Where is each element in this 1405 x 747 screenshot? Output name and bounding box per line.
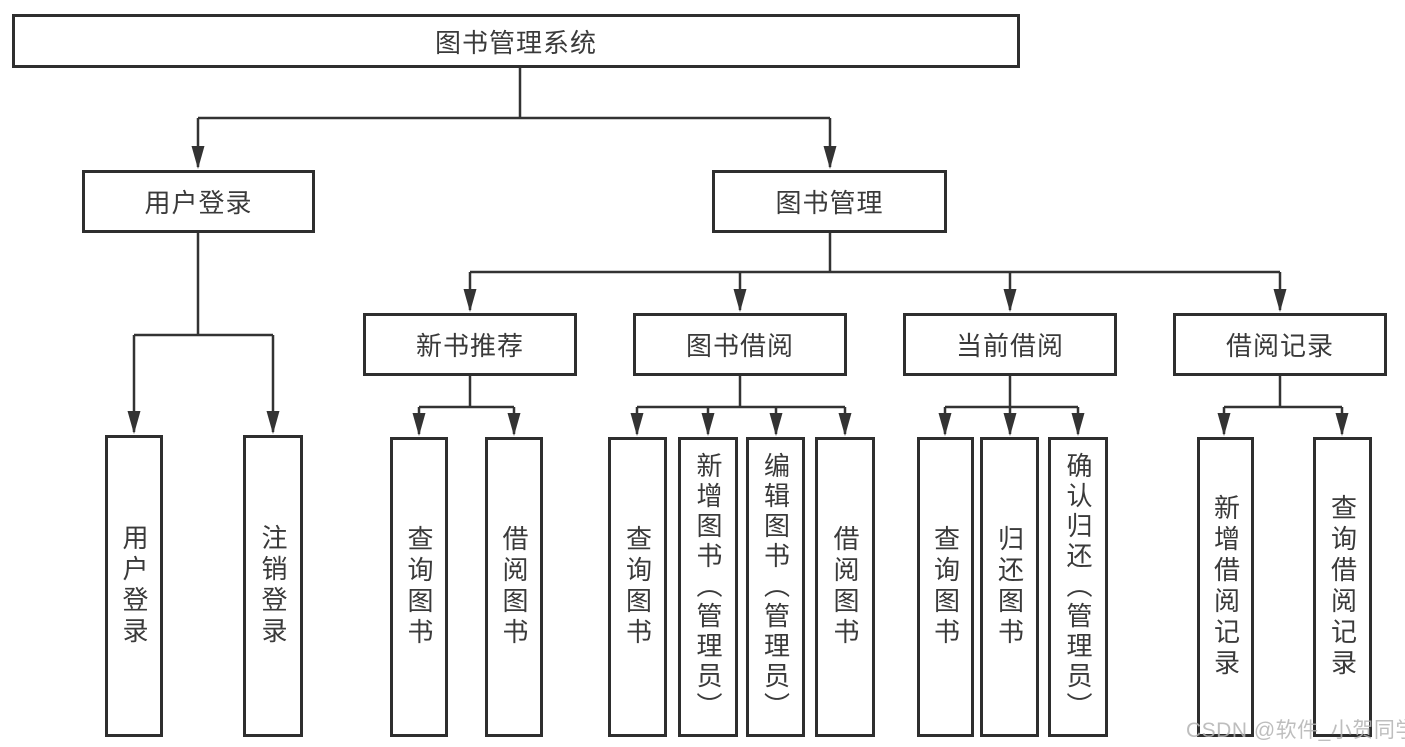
node-return-books: 归还图书: [980, 437, 1039, 737]
connector-new-book-recommendation-children: [412, 376, 521, 436]
node-edit-books-admin: 编辑图书（管理员）: [746, 437, 805, 737]
node-query-books-2: 查询图书: [608, 437, 667, 737]
node-query-books-1: 查询图书: [390, 437, 448, 737]
node-add-books-admin: 新增图书（管理员）: [678, 437, 738, 737]
node-query-borrowing-record: 查询借阅记录: [1313, 437, 1372, 737]
node-library-management-system: 图书管理系统: [12, 14, 1020, 68]
node-user-login-leaf: 用户登录: [105, 435, 163, 737]
connector-book-borrowing-children: [630, 376, 852, 436]
connector-current-borrowing-children: [938, 376, 1085, 436]
connector-book-management-children: [463, 233, 1287, 312]
node-query-books-3: 查询图书: [917, 437, 974, 737]
node-logout-leaf: 注销登录: [243, 435, 303, 737]
node-add-borrowing-record: 新增借阅记录: [1197, 437, 1254, 737]
watermark-text: CSDN @软件_小贺同学: [1186, 719, 1405, 742]
connector-root-to-level2: [191, 68, 837, 169]
node-borrowing-records: 借阅记录: [1173, 313, 1387, 376]
connector-borrowing-records-children: [1217, 376, 1349, 436]
node-book-management: 图书管理: [712, 170, 947, 233]
node-current-borrowing: 当前借阅: [903, 313, 1117, 376]
connector-user-login-children: [127, 233, 280, 434]
node-borrow-books-2: 借阅图书: [815, 437, 875, 737]
node-user-login: 用户登录: [82, 170, 315, 233]
node-book-borrowing: 图书借阅: [633, 313, 847, 376]
node-new-book-recommendation: 新书推荐: [363, 313, 577, 376]
node-confirm-return-admin: 确认归还（管理员）: [1048, 437, 1108, 737]
node-borrow-books-1: 借阅图书: [485, 437, 543, 737]
